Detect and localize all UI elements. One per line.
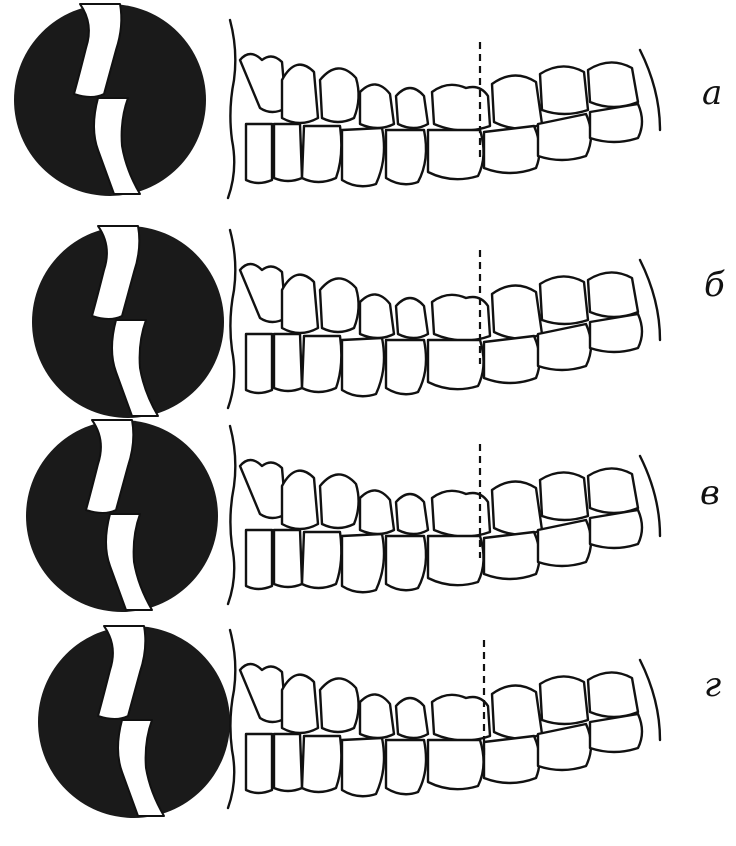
dental-arch-c (228, 426, 660, 604)
occlusion-disc-c (26, 420, 218, 612)
dental-arch-a (228, 20, 660, 198)
panel-label-d: г (704, 668, 721, 702)
occlusion-disc-b (32, 226, 224, 418)
panel-label-b: б (704, 268, 725, 302)
dental-arch-b (228, 230, 660, 408)
panel-a (14, 4, 660, 198)
panel-label-c: в (700, 476, 720, 510)
panel-d (38, 626, 660, 818)
occlusion-disc-d (38, 626, 230, 818)
occlusion-disc-a (14, 4, 206, 196)
dental-arch-d (228, 630, 660, 808)
panel-label-a: а (702, 76, 722, 110)
panel-c (26, 420, 660, 612)
panel-b (32, 226, 660, 418)
